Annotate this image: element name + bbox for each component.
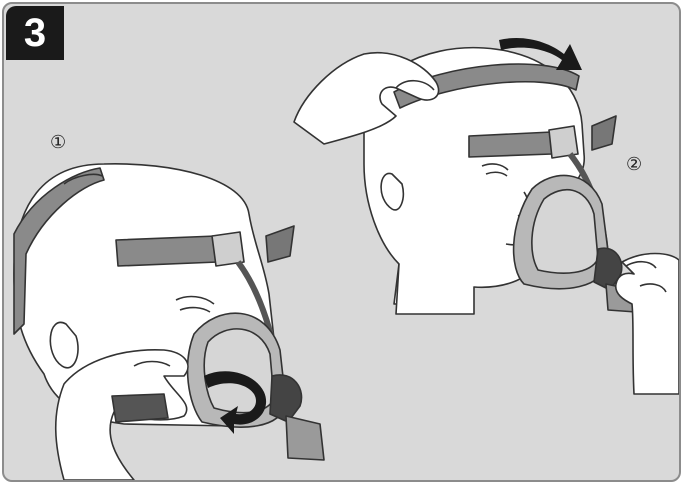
instruction-illustration bbox=[4, 4, 679, 480]
substep-1-label: ① bbox=[50, 132, 66, 153]
substep-2-label: ② bbox=[626, 154, 642, 175]
hand-mask-right bbox=[616, 254, 679, 395]
step-number-badge: 3 bbox=[6, 6, 64, 60]
